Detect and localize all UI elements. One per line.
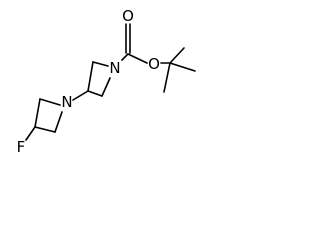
bond-c-f bbox=[25, 126, 36, 141]
bond-ring-link bbox=[72, 90, 89, 101]
bond-upper-ring-2 bbox=[87, 61, 94, 92]
bond-c-n-boc bbox=[121, 53, 129, 61]
atom-label-o-ester: O bbox=[148, 55, 160, 73]
bond-tbu-ch3-right bbox=[169, 62, 196, 72]
bond-upper-ring-1 bbox=[92, 61, 109, 67]
bond-tbu-ch3-top bbox=[169, 47, 185, 64]
molecule-diagram: O O N N F bbox=[0, 0, 216, 170]
bond-lower-ring-3 bbox=[34, 126, 56, 133]
atom-label-o-carbonyl: O bbox=[122, 7, 134, 25]
atom-label-n-boc: N bbox=[109, 59, 120, 77]
bond-upper-ring-4 bbox=[101, 77, 111, 97]
bond-c-o-ester bbox=[127, 53, 148, 64]
bond-lower-ring-2 bbox=[34, 98, 41, 128]
bond-lower-ring-4 bbox=[54, 111, 63, 133]
bond-upper-ring-3 bbox=[87, 90, 103, 97]
atom-label-n-linked: N bbox=[61, 93, 72, 111]
bond-lower-ring-1 bbox=[39, 98, 61, 106]
structure-svg: O O N N F bbox=[17, 7, 196, 156]
atom-label-f: F bbox=[17, 138, 26, 156]
bond-tbu-ch3-bottom bbox=[163, 62, 171, 93]
